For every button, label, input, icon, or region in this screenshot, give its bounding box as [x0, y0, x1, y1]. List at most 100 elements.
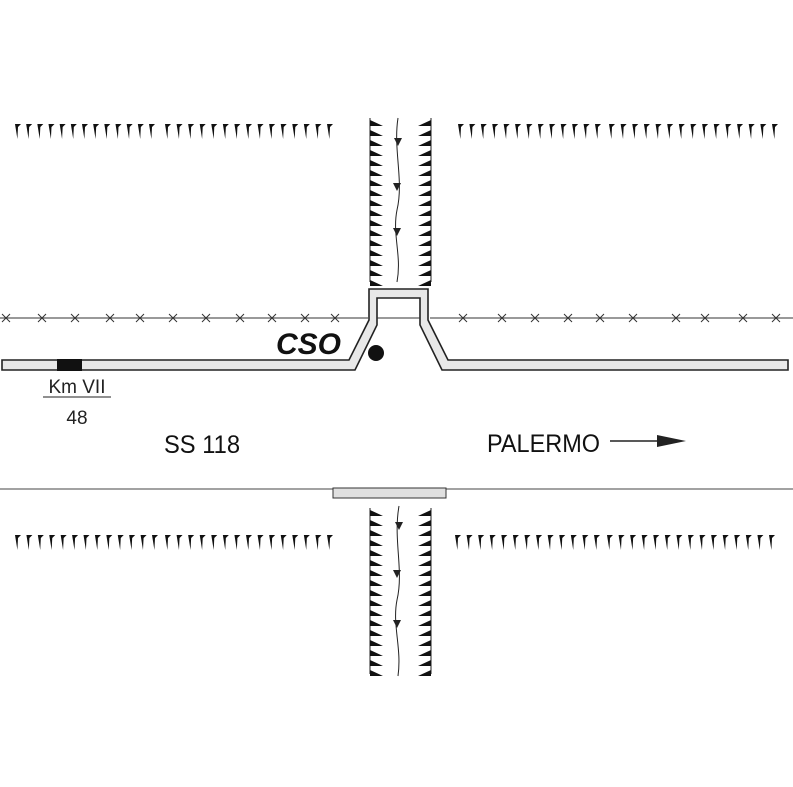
tree-mark-icon	[772, 124, 778, 139]
tree-mark-icon	[140, 535, 147, 550]
tree-mark-icon	[492, 124, 499, 139]
road-edge-tooth	[370, 150, 383, 156]
barbed-wire-fence	[0, 313, 793, 323]
road-edge-tooth	[370, 200, 383, 206]
km-marker-number: 48	[66, 408, 87, 429]
km-marker-label: Km VII	[48, 377, 105, 398]
barbed-wire-icon	[70, 313, 80, 323]
road-edge-tooth	[370, 120, 383, 126]
road-edge-tooth	[418, 270, 431, 276]
road-edge-tooth	[418, 550, 431, 556]
tree-mark-icon	[572, 124, 579, 139]
road-edge-tooth	[370, 560, 383, 566]
road-edge-tooth	[418, 570, 431, 576]
tree-mark-icon	[595, 124, 601, 139]
barbed-wire-icon	[330, 313, 340, 323]
road-edge-tooth	[418, 590, 431, 596]
road-edge-tooth	[418, 190, 431, 196]
tree-mark-icon	[149, 124, 155, 139]
tree-mark-icon	[94, 535, 101, 550]
tree-mark-icon	[594, 535, 600, 550]
tree-mark-icon	[458, 124, 464, 139]
road-edge-tooth	[370, 610, 383, 616]
tree-mark-icon	[327, 124, 333, 139]
tree-mark-icon	[246, 535, 252, 550]
road-edge-tooth	[418, 220, 431, 226]
tree-mark-icon	[655, 124, 662, 139]
tree-mark-icon	[676, 535, 683, 550]
tree-mark-icon	[257, 124, 264, 139]
road-edge-tooth	[418, 200, 431, 206]
tree-mark-icon	[59, 124, 66, 139]
road-edge-tooth	[370, 230, 383, 236]
tree-mark-icon	[106, 535, 113, 550]
tree-mark-icon	[60, 535, 67, 550]
tree-mark-icon	[26, 124, 33, 139]
tree-mark-icon	[269, 535, 276, 550]
tree-mark-icon	[165, 124, 171, 139]
tree-mark-icon	[711, 535, 718, 550]
barbed-wire-icon	[628, 313, 638, 323]
tree-mark-icon	[725, 124, 732, 139]
road-edge-tooth	[370, 140, 383, 146]
tree-mark-icon	[745, 535, 752, 550]
tree-mark-icon	[211, 535, 218, 550]
tree-mark-icon	[222, 535, 229, 550]
tree-mark-icon	[292, 124, 299, 139]
tree-mark-icon	[667, 124, 674, 139]
tree-mark-icon	[37, 535, 44, 550]
km-marker-post	[57, 359, 82, 371]
tree-mark-icon	[480, 124, 487, 139]
road-edge-tooth	[418, 280, 431, 286]
barbed-wire-icon	[595, 313, 605, 323]
tree-mark-icon	[478, 535, 485, 550]
tree-mark-icon	[82, 124, 88, 139]
tree-mark-icon	[257, 535, 264, 550]
road-edge-tooth	[418, 180, 431, 186]
tree-mark-icon	[315, 535, 322, 550]
barbed-wire-icon	[671, 313, 681, 323]
tree-mark-icon	[536, 535, 543, 550]
road-edge-tooth	[418, 640, 431, 646]
road-edge-tooth	[370, 550, 383, 556]
tree-mark-icon	[757, 535, 764, 550]
main-road-lane	[1, 288, 789, 371]
tree-mark-icon	[734, 535, 741, 550]
road-edge-tooth	[418, 150, 431, 156]
barbed-wire-icon	[563, 313, 573, 323]
tree-mark-icon	[664, 535, 671, 550]
barbed-wire-icon	[738, 313, 748, 323]
tree-mark-icon	[702, 124, 709, 139]
north-road-edge-right	[418, 118, 432, 286]
road-edge-tooth	[418, 630, 431, 636]
tree-mark-icon	[176, 535, 183, 550]
barbed-wire-icon	[1, 313, 11, 323]
road-edge-tooth	[418, 230, 431, 236]
road-edge-tooth	[418, 130, 431, 136]
barbed-wire-icon	[37, 313, 47, 323]
fence-barb-marks	[1, 313, 781, 323]
road-edge-tooth	[370, 170, 383, 176]
road-edge-tooth	[370, 670, 383, 676]
tree-mark-icon	[234, 124, 241, 139]
tree-mark-icon	[769, 535, 775, 550]
tree-mark-icon	[526, 124, 533, 139]
cso-label: CSO	[276, 328, 341, 361]
road-edge-tooth	[418, 600, 431, 606]
tree-mark-icon	[188, 124, 195, 139]
barbed-wire-icon	[530, 313, 540, 323]
tree-mark-icon	[72, 535, 79, 550]
cso-position-dot-icon	[368, 345, 384, 361]
south-road-mouth	[332, 487, 447, 499]
tree-mark-icon	[690, 124, 697, 139]
road-edge-tooth	[370, 590, 383, 596]
barbed-wire-icon	[771, 313, 781, 323]
road-edge-tooth	[418, 210, 431, 216]
road-edge-tooth	[370, 180, 383, 186]
tree-mark-icon	[559, 535, 566, 550]
tree-mark-icon	[609, 124, 615, 139]
road-edge-tooth	[370, 260, 383, 266]
road-edge-tooth	[370, 220, 383, 226]
road-edge-tooth	[418, 660, 431, 666]
